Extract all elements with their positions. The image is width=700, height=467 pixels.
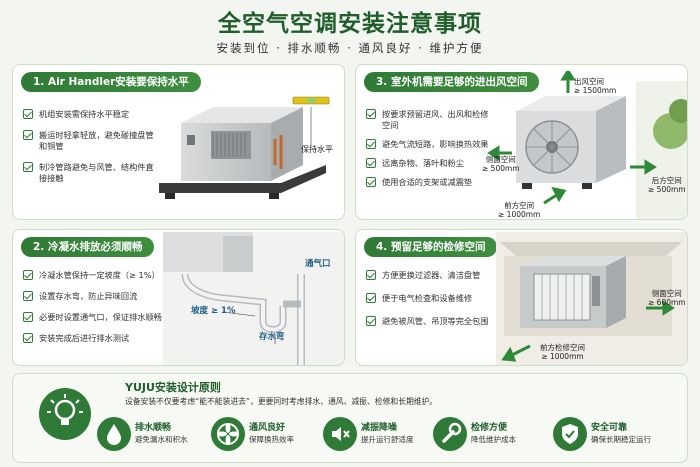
front-clearance-label: 前方空间≥ 1000mm bbox=[498, 201, 541, 219]
check-icon bbox=[366, 316, 376, 326]
panel4-title: 4. 预留足够的检修空间 bbox=[364, 237, 498, 257]
panel4-list: 方便更换过滤器、清洁盘管 便于电气检查和设备维修 避免被风管、吊顶等完全包围 bbox=[366, 270, 502, 327]
check-icon bbox=[366, 293, 376, 303]
air-handler-illustration bbox=[159, 96, 330, 199]
rear-clearance-label: 后方空间≥ 500mm bbox=[648, 176, 686, 194]
check-icon bbox=[23, 333, 33, 343]
panel1-list: 机组安装需保持水平稳定 搬运时轻拿轻放，避免碰撞盘管和铜管 制冷管路避免与风管、… bbox=[23, 109, 155, 184]
service-space-illustration bbox=[496, 232, 687, 365]
list-item: 搬运时轻拿轻放，避免碰撞盘管和铜管 bbox=[23, 130, 155, 152]
check-icon bbox=[366, 270, 376, 280]
panel3-title: 3. 室外机需要足够的进出风空间 bbox=[364, 72, 540, 92]
level-label: 保持水平 bbox=[301, 145, 333, 154]
drain-pipe-illustration bbox=[163, 232, 344, 365]
panel-condensate-drain: 2. 冷凝水排放必须顺畅 冷凝水管保持一定坡度（≥ 1%） 设置存水弯，防止异味… bbox=[12, 229, 345, 366]
list-item: 设置存水弯，防止异味回流 bbox=[23, 291, 183, 302]
panel3-list: 按要求预留进风、出风和检修空间 避免气流短路，影响换热效果 远离杂物、落叶和粉尘… bbox=[366, 109, 496, 188]
mute-icon bbox=[323, 417, 357, 451]
side-service-label: 侧面空间≥ 600mm bbox=[648, 289, 686, 307]
panel2-list: 冷凝水管保持一定坡度（≥ 1%） 设置存水弯，防止异味回流 必要时设置通气口，保… bbox=[23, 270, 183, 344]
list-item: 远离杂物、落叶和粉尘 bbox=[366, 158, 496, 169]
panel-outdoor-clearance: 3. 室外机需要足够的进出风空间 按要求预留进风、出风和检修空间 避免气流短路，… bbox=[355, 64, 688, 220]
check-icon bbox=[366, 109, 376, 119]
check-icon bbox=[366, 177, 376, 187]
outdoor-unit-illustration bbox=[487, 71, 687, 219]
list-item: 按要求预留进风、出风和检修空间 bbox=[366, 109, 496, 131]
front-service-label: 前方检修空间≥ 1000mm bbox=[540, 343, 585, 361]
check-icon bbox=[23, 130, 33, 140]
page-subtitle: 安装到位 · 排水顺畅 · 通风良好 · 维护方便 bbox=[216, 41, 484, 55]
design-principles-panel: YUJU安装设计原则 设备安装不仅要考虑“能不能装进去”，更要同时考虑排水、通风… bbox=[12, 373, 688, 463]
top-clearance-label: 出风空间≥ 1500mm bbox=[574, 77, 617, 95]
check-icon bbox=[23, 162, 33, 172]
check-icon bbox=[23, 291, 33, 301]
vent-label: 通气口 bbox=[305, 259, 331, 269]
panel-service-space: 4. 预留足够的检修空间 方便更换过滤器、清洁盘管 便于电气检查和设备维修 避免… bbox=[355, 229, 688, 366]
lightbulb-icon bbox=[39, 388, 91, 440]
check-icon bbox=[366, 158, 376, 168]
list-item: 避免被风管、吊顶等完全包围 bbox=[366, 316, 502, 327]
panel-air-handler-level: 1. Air Handler安装要保持水平 机组安装需保持水平稳定 搬运时轻拿轻… bbox=[12, 64, 345, 220]
panel2-title: 2. 冷凝水排放必须顺畅 bbox=[21, 237, 155, 257]
slope-label: 坡度 ≥ 1% bbox=[191, 306, 236, 316]
wrench-icon bbox=[433, 417, 467, 451]
trap-label: 存水弯 bbox=[259, 332, 285, 342]
list-item: 使用合适的支架或减震垫 bbox=[366, 177, 496, 188]
side-clearance-label: 侧面空间≥ 500mm bbox=[482, 155, 520, 173]
list-item: 方便更换过滤器、清洁盘管 bbox=[366, 270, 502, 281]
list-item: 制冷管路避免与风管、结构件直接接触 bbox=[23, 162, 155, 184]
water-drop-icon bbox=[97, 417, 131, 451]
panel1-title: 1. Air Handler安装要保持水平 bbox=[21, 72, 201, 92]
check-icon bbox=[366, 139, 376, 149]
check-icon bbox=[23, 270, 33, 280]
list-item: 便于电气检查和设备维修 bbox=[366, 293, 502, 304]
principles-desc: 设备安装不仅要考虑“能不能装进去”，更要同时考虑排水、通风、减振、检修和长期维护… bbox=[125, 397, 438, 406]
list-item: 必要时设置通气口，保证排水顺畅 bbox=[23, 312, 183, 323]
list-item: 安装完成后进行排水测试 bbox=[23, 333, 183, 344]
check-icon bbox=[23, 109, 33, 119]
fan-icon bbox=[211, 417, 245, 451]
list-item: 冷凝水管保持一定坡度（≥ 1%） bbox=[23, 270, 183, 281]
check-icon bbox=[23, 312, 33, 322]
list-item: 机组安装需保持水平稳定 bbox=[23, 109, 155, 120]
shield-check-icon bbox=[553, 417, 587, 451]
list-item: 避免气流短路，影响换热效果 bbox=[366, 139, 496, 150]
page-title: 全空气空调安装注意事项 bbox=[218, 11, 482, 37]
principles-title: YUJU安装设计原则 bbox=[125, 381, 221, 394]
